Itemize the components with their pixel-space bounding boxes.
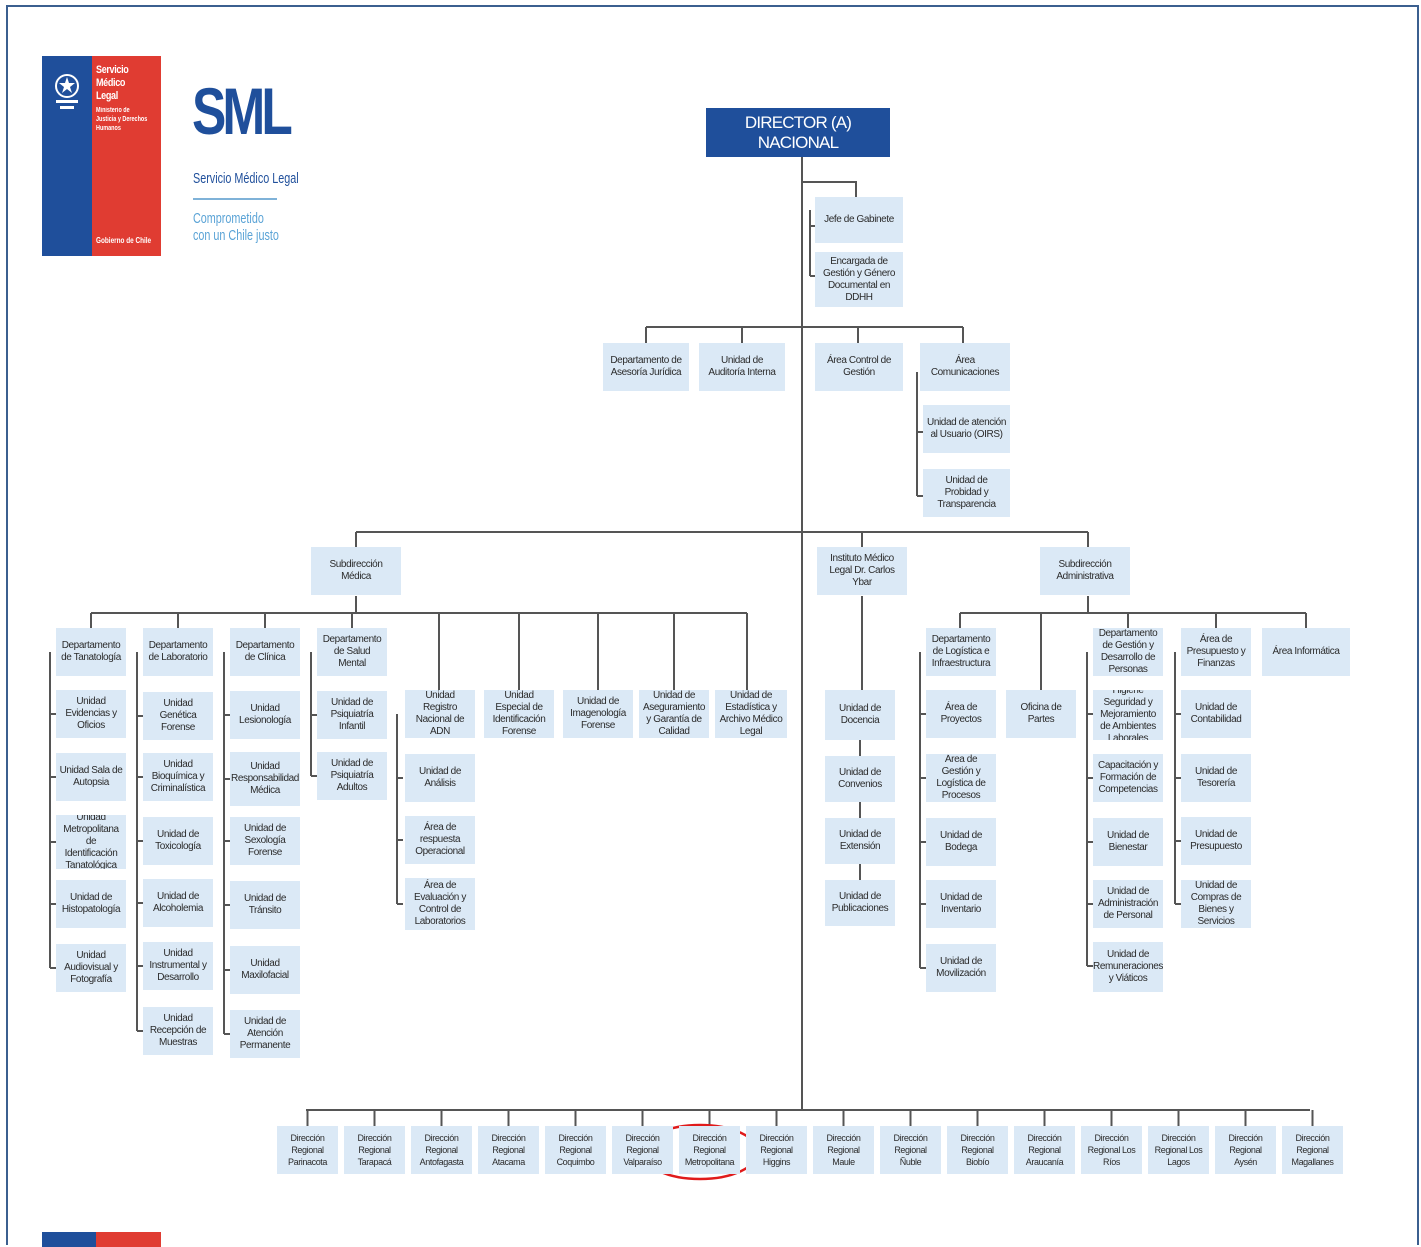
unidad-lesionologia: Unidad Lesionología (230, 691, 300, 739)
unidad-metropolitana-identificacion: Unidad Metropolitana de Identificación T… (56, 815, 126, 869)
unidad-publicaciones: Unidad de Publicaciones (825, 880, 895, 926)
dept-tanatologia: Departamento de Tanatología (56, 628, 126, 676)
director-nacional: DIRECTOR (A) NACIONAL (706, 108, 890, 157)
direccion-regional-box: Dirección Regional Tarapacá (344, 1126, 405, 1174)
capacitacion-formacion: Capacitación y Formación de Competencias (1093, 754, 1163, 802)
dept-asesoria-juridica: Departamento de Asesoría Jurídica (603, 343, 689, 391)
unidad-aseguramiento-calidad: Unidad de Aseguramiento y Garantía de Ca… (639, 690, 709, 738)
area-gestion-logistica: Área de Gestión y Logística de Procesos (926, 754, 996, 802)
page-frame (6, 5, 1419, 1245)
unidad-recepcion-muestras: Unidad Recepción de Muestras (143, 1007, 213, 1055)
dept-salud-mental: Departamento de Salud Mental (317, 628, 387, 676)
area-respuesta-operacional: Área de respuesta Operacional (405, 816, 475, 864)
unidad-compras: Unidad de Compras de Bienes y Servicios (1181, 880, 1251, 928)
unidad-contabilidad: Unidad de Contabilidad (1181, 690, 1251, 738)
direccion-regional-box: Dirección Regional Aysén (1215, 1126, 1276, 1174)
direccion-regional-box: Dirección Regional Araucanía (1014, 1126, 1075, 1174)
subdireccion-administrativa: Subdirección Administrativa (1040, 547, 1130, 595)
area-comunicaciones: Área Comunicaciones (920, 343, 1010, 391)
sml-wordmark: SML (192, 74, 293, 148)
direccion-regional-box: Dirección Regional Magallanes (1282, 1126, 1343, 1174)
unidad-evidencias-oficios: Unidad Evidencias y Oficios (56, 690, 126, 738)
unidad-docencia: Unidad de Docencia (825, 690, 895, 740)
unidad-alcoholemia: Unidad de Alcoholemia (143, 879, 213, 927)
sml-flag-logo: Servicio Médico Legal Ministerio de Just… (42, 56, 161, 256)
unidad-estadistica-archivo: Unidad de Estadística y Archivo Médico L… (715, 690, 787, 738)
unidad-oirs: Unidad de atención al Usuario (OIRS) (923, 405, 1010, 453)
unidad-psiquiatria-adultos: Unidad de Psiquiatría Adultos (317, 752, 387, 800)
unidad-auditoria-interna: Unidad de Auditoría Interna (699, 343, 785, 391)
direccion-regional-box: Dirección Regional Ñuble (880, 1126, 941, 1174)
dept-logistica: Departamento de Logística e Infraestruct… (926, 628, 996, 676)
flag-ministry: Ministerio de Justicia y Derechos Humano… (96, 107, 148, 132)
dept-clinica: Departamento de Clínica (230, 628, 300, 676)
area-evaluacion-laboratorios: Área de Evaluación y Control de Laborato… (405, 878, 475, 930)
direccion-regional-box: Dirección Regional Metropolitana (679, 1126, 740, 1174)
direccion-regional-box: Dirección Regional Atacama (478, 1126, 539, 1174)
flag-gobierno: Gobierno de Chile (96, 236, 152, 245)
flag-red-band (92, 56, 161, 256)
unidad-sexologia: Unidad de Sexología Forense (230, 817, 300, 865)
instituto-medico-legal: Instituto Médico Legal Dr. Carlos Ybar (817, 547, 907, 595)
direccion-regional-box: Dirección Regional Antofagasta (411, 1126, 472, 1174)
unidad-transito: Unidad de Tránsito (230, 881, 300, 929)
unidad-audiovisual-fotografia: Unidad Audiovisual y Fotografía (56, 944, 126, 992)
higiene-seguridad: Higiene Seguridad y Mejoramiento de Ambi… (1093, 690, 1163, 740)
direccion-regional-box: Dirección Regional Valparaíso (612, 1126, 673, 1174)
unidad-extension: Unidad de Extensión (825, 818, 895, 864)
unidad-bienestar: Unidad de Bienestar (1093, 818, 1163, 866)
unidad-convenios: Unidad de Convenios (825, 756, 895, 802)
sml-subtitle: Servicio Médico Legal (193, 170, 299, 187)
jefe-de-gabinete: Jefe de Gabinete (815, 197, 903, 243)
direccion-regional-box: Dirección Regional Coquimbo (545, 1126, 606, 1174)
unidad-movilizacion: Unidad de Movilización (926, 944, 996, 992)
direccion-regional-box: Dirección Regional Los Lagos (1148, 1126, 1209, 1174)
unidad-probidad-transparencia: Unidad de Probidad y Transparencia (923, 469, 1010, 517)
dept-gestion-personas: Departamento de Gestión y Desarrollo de … (1093, 628, 1163, 676)
unidad-registro-adn: Unidad Registro Nacional de ADN (405, 690, 475, 738)
direccion-regional-box: Dirección Regional Biobío (947, 1126, 1008, 1174)
unidad-maxilofacial: Unidad Maxilofacial (230, 946, 300, 994)
sml-divider (193, 198, 277, 200)
subdireccion-medica: Subdirección Médica (311, 547, 401, 595)
sml-tagline: Comprometido con un Chile justo (193, 210, 279, 244)
unidad-bodega: Unidad de Bodega (926, 818, 996, 866)
unidad-sala-autopsia: Unidad Sala de Autopsia (56, 753, 126, 801)
unidad-remuneraciones: Unidad de Remuneraciones y Viáticos (1093, 942, 1163, 992)
unidad-tesoreria: Unidad de Tesorería (1181, 754, 1251, 802)
direccion-regional-box: Dirección Regional Parinacota (277, 1126, 338, 1174)
bottom-flag-blue (42, 1232, 96, 1247)
unidad-analisis: Unidad de Análisis (405, 754, 475, 802)
encargada-gestion-genero: Encargada de Gestión y Género Documental… (815, 252, 903, 307)
unidad-histopatologia: Unidad de Histopatología (56, 880, 126, 928)
area-informatica: Área Informática (1262, 628, 1350, 676)
unidad-atencion-permanente: Unidad de Atención Permanente (230, 1010, 300, 1058)
bottom-flag-red (96, 1232, 161, 1247)
unidad-administracion-personal: Unidad de Administración de Personal (1093, 880, 1163, 928)
unidad-inventario: Unidad de Inventario (926, 880, 996, 928)
flag-title: Servicio Médico Legal (96, 64, 129, 102)
unidad-identificacion-forense: Unidad Especial de Identificación Forens… (484, 690, 554, 738)
area-proyectos: Área de Proyectos (926, 690, 996, 738)
unidad-genetica-forense: Unidad Genética Forense (143, 692, 213, 740)
oficina-de-partes: Oficina de Partes (1006, 690, 1076, 738)
unidad-instrumental: Unidad Instrumental y Desarrollo (143, 942, 213, 990)
direccion-regional-box: Dirección Regional Higgins (746, 1126, 807, 1174)
direccion-regional-box: Dirección Regional Maule (813, 1126, 874, 1174)
unidad-responsabilidad-medica: Unidad Responsabilidad Médica (230, 752, 300, 806)
unidad-bioquimica: Unidad Bioquímica y Criminalística (143, 753, 213, 801)
unidad-imagenologia: Unidad de Imagenología Forense (563, 690, 633, 738)
area-presupuesto-finanzas: Área de Presupuesto y Finanzas (1181, 628, 1251, 676)
coat-of-arms-icon (55, 74, 79, 109)
unidad-psiquiatria-infantil: Unidad de Psiquiatría Infantil (317, 691, 387, 739)
direccion-regional-box: Dirección Regional Los Ríos (1081, 1126, 1142, 1174)
unidad-presupuesto: Unidad de Presupuesto (1181, 817, 1251, 865)
unidad-toxicologia: Unidad de Toxicología (143, 817, 213, 865)
area-control-gestion: Área Control de Gestión (815, 343, 903, 391)
bottom-flag-stripe (42, 1232, 161, 1247)
flag-blue-band (42, 56, 92, 256)
dept-laboratorio: Departamento de Laboratorio (143, 628, 213, 676)
